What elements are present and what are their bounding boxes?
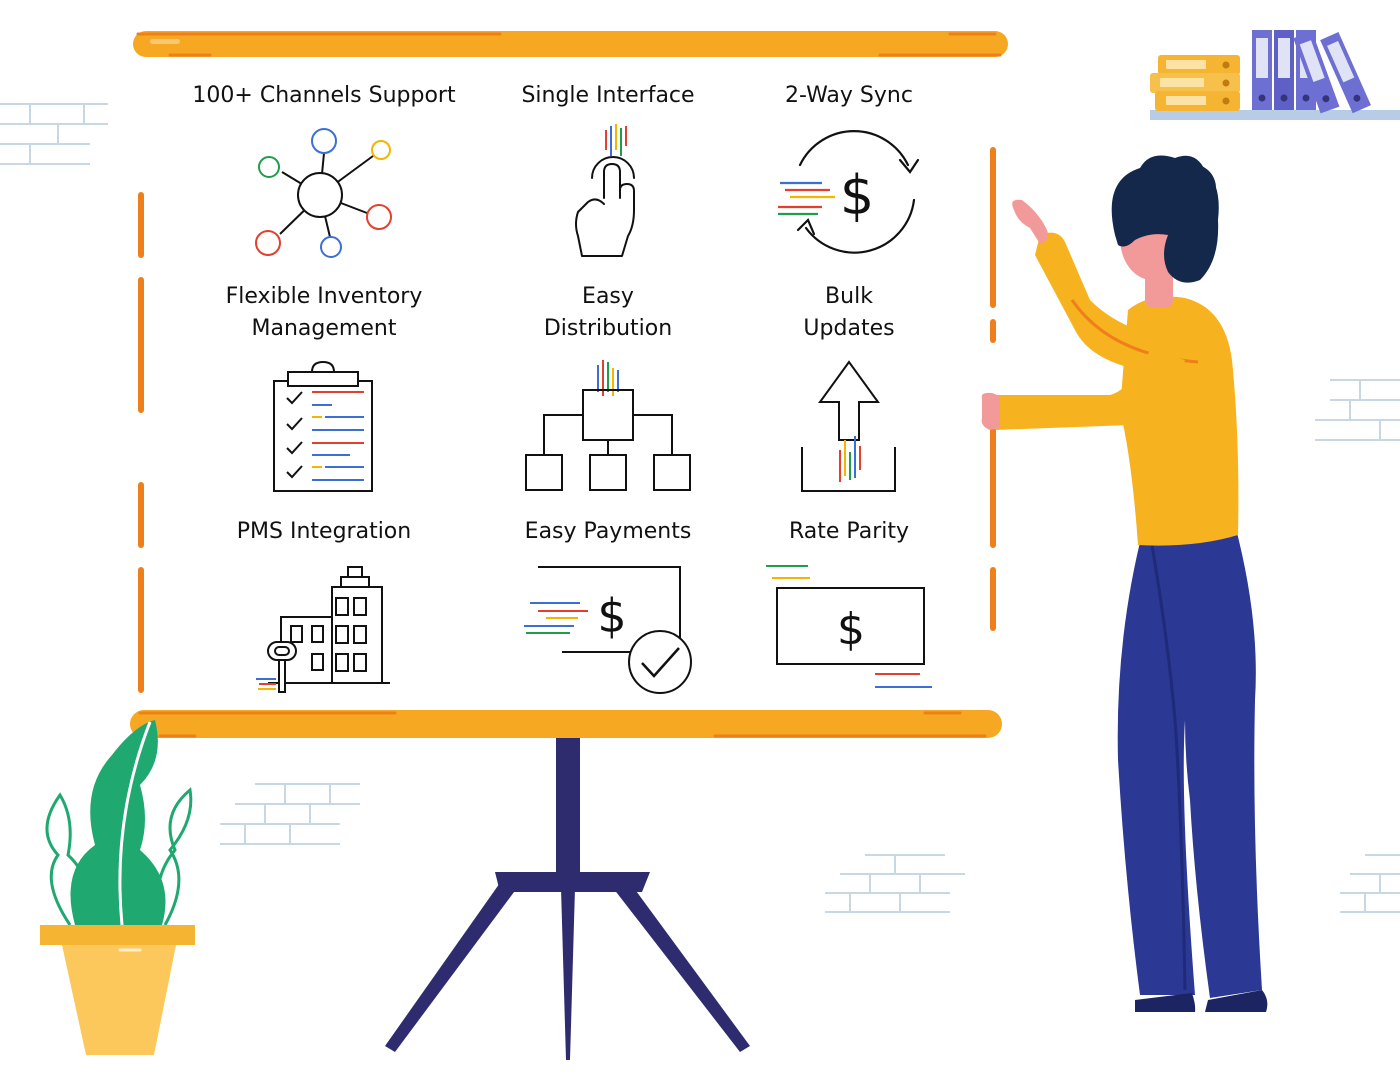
network-nodes-icon (255, 128, 392, 258)
woman-hair-bun (1168, 164, 1216, 212)
feature-label-easy-payments: Easy Payments (524, 519, 692, 544)
woman-pants (1117, 525, 1262, 998)
dollar-symbol: $ (597, 589, 626, 643)
woman-arm-forward (995, 350, 1185, 430)
screen-stand (385, 735, 750, 1060)
plant-pot (40, 925, 195, 1055)
woman-arm-up (1035, 232, 1140, 370)
brick-wall-center-bottom (825, 854, 965, 913)
dollar-symbol: $ (840, 164, 874, 227)
brick-wall-right-bottom (1340, 854, 1400, 913)
screen-dashed-border (138, 147, 996, 693)
clipboard-checklist-icon (273, 360, 373, 492)
woman-hand-forward (981, 392, 1000, 430)
screen-bottom-bar (130, 710, 1002, 738)
touch-hand-icon (575, 124, 635, 257)
feature-label-pms-integration: PMS Integration (236, 519, 412, 544)
feature-label-bulk-updates: Bulk Updates (803, 284, 895, 341)
brick-wall-left-top (0, 103, 108, 165)
plant-leaf (70, 720, 166, 925)
woman-hand-up (1012, 199, 1048, 244)
potted-plant (40, 720, 195, 1055)
feature-label-single-interface: Single Interface (521, 83, 695, 108)
feature-label-rate-parity: Rate Parity (788, 519, 910, 544)
bookshelf (1150, 30, 1400, 120)
yellow-files-stack (1150, 55, 1240, 111)
woman-presenter (981, 155, 1268, 1012)
feature-label-easy-distribution: Easy Distribution (543, 284, 673, 341)
screen-top-bar (133, 31, 1008, 57)
dollar-bill-icon: $ (766, 565, 932, 688)
dollar-sync-icon: $ (778, 130, 920, 254)
shelf-plank (1150, 110, 1400, 120)
feature-label-channels-support: 100+ Channels Support (192, 83, 456, 108)
feature-label-flexible-inventory: Flexible Inventory Management (225, 284, 423, 341)
woman-shoe-right (1205, 990, 1268, 1012)
brick-wall-right-top (1315, 379, 1400, 441)
woman-shoe-left (1135, 993, 1196, 1012)
dollar-symbol: $ (837, 604, 865, 655)
upload-arrow-icon (801, 360, 896, 492)
hotel-building-key-icon (256, 566, 390, 693)
projector-screen (130, 31, 1008, 1060)
payment-check-icon: $ (524, 566, 692, 694)
purple-binders (1252, 30, 1371, 114)
brick-wall-left-bottom (220, 783, 360, 845)
feature-label-two-way-sync: 2-Way Sync (785, 83, 913, 108)
hierarchy-tree-icon (525, 360, 691, 491)
